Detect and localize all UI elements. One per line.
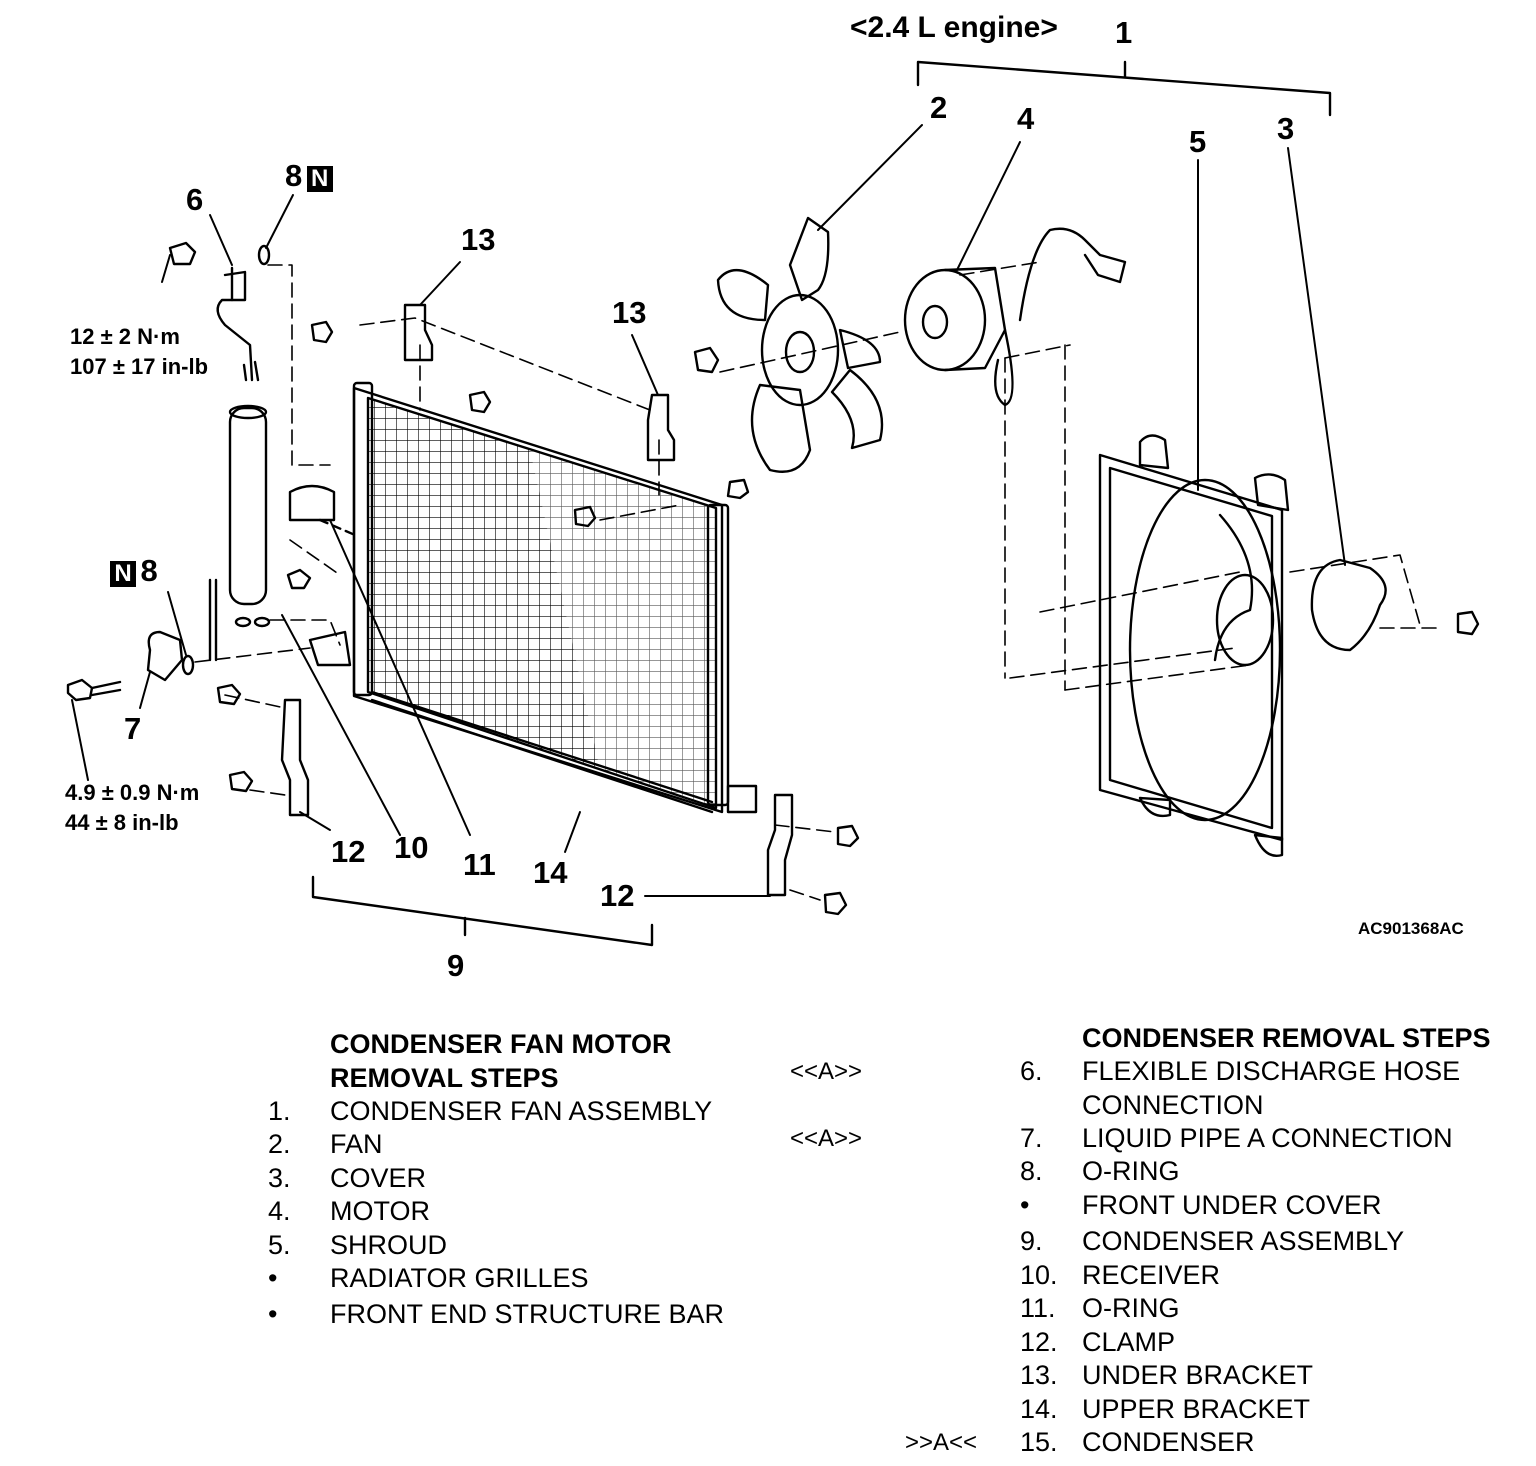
exploded-view-diagram (66, 60, 1480, 947)
procedure-marker: <<A>> (790, 1058, 863, 1085)
step-number: 4. (268, 1196, 291, 1226)
receiver (228, 404, 271, 628)
step-label: CONDENSER FAN ASSEMBLY (330, 1096, 713, 1126)
step-number: 9. (1020, 1226, 1043, 1256)
step-number: 12. (1020, 1327, 1058, 1357)
callout-8-number: 8 (285, 158, 303, 193)
callout-7: 7 (124, 711, 142, 746)
new-part-badge: N (110, 561, 136, 587)
step-number: 7. (1020, 1123, 1043, 1153)
procedure-marker: >>A<< (905, 1429, 978, 1456)
bullet: • (268, 1299, 278, 1329)
step-label: COVER (330, 1163, 427, 1193)
clamp-bracket (766, 793, 794, 897)
callout-8-number: 8 (140, 553, 158, 588)
step-label: RECEIVER (1082, 1260, 1221, 1290)
bullet: • (268, 1263, 278, 1293)
figure-id: AC901368AC (1358, 919, 1464, 938)
step-number: 10. (1020, 1260, 1058, 1290)
step-number: 11. (1020, 1293, 1056, 1323)
step-label: FRONT UNDER COVER (1082, 1190, 1382, 1220)
callout-8-top: 8 N (285, 160, 333, 192)
bolts (66, 320, 1480, 916)
step-label: FRONT END STRUCTURE BAR (330, 1299, 725, 1329)
fan-cover (1310, 558, 1387, 652)
step-number: 3. (268, 1163, 291, 1193)
heading-line-1: CONDENSER FAN MOTOR (330, 1029, 672, 1059)
callout-6: 6 (186, 182, 204, 217)
step-label: MOTOR (330, 1196, 430, 1226)
step-label: O-RING (1082, 1156, 1180, 1186)
legend-condenser-heading: CONDENSER REMOVAL STEPS (1082, 1023, 1491, 1053)
callout-8-left: N 8 (110, 555, 158, 587)
step-label: CONDENSER ASSEMBLY (1082, 1226, 1405, 1256)
callout-10: 10 (394, 830, 429, 865)
clamp-bracket (280, 698, 310, 817)
step-label: CONDENSER (1082, 1427, 1255, 1457)
callout-4: 4 (1017, 101, 1035, 136)
torque-imperial: 107 ± 17 in-lb (70, 354, 209, 379)
fan-blades (716, 216, 884, 473)
torque-spec-lower: 4.9 ± 0.9 N·m 44 ± 8 in-lb (65, 778, 199, 838)
under-bracket (403, 303, 434, 362)
step-number: 2. (268, 1129, 291, 1159)
step-label: CONNECTION (1082, 1090, 1264, 1120)
callout-12-left: 12 (331, 834, 366, 869)
fan-shroud (1098, 434, 1290, 857)
callout-1: 1 (1115, 15, 1133, 50)
step-label: UPPER BRACKET (1082, 1394, 1311, 1424)
callout-2: 2 (930, 90, 948, 125)
step-number: 14. (1020, 1394, 1058, 1424)
discharge-hose (216, 244, 271, 382)
nut (168, 241, 197, 266)
step-label: SHROUD (330, 1230, 448, 1260)
step-label: UNDER BRACKET (1082, 1360, 1314, 1390)
callout-14: 14 (533, 855, 568, 890)
fan-motor (903, 227, 1127, 407)
callout-9: 9 (447, 948, 465, 983)
step-label: LIQUID PIPE A CONNECTION (1082, 1123, 1453, 1153)
step-number: 13. (1020, 1360, 1058, 1390)
step-number: 6. (1020, 1056, 1043, 1086)
step-label: CLAMP (1082, 1327, 1176, 1357)
step-label: FLEXIBLE DISCHARGE HOSE (1082, 1056, 1461, 1086)
condenser (352, 381, 730, 814)
torque-imperial: 44 ± 8 in-lb (65, 810, 179, 835)
step-label: O-RING (1082, 1293, 1180, 1323)
step-label: RADIATOR GRILLES (330, 1263, 589, 1293)
callout-13-right: 13 (612, 295, 647, 330)
callout-11: 11 (463, 847, 496, 882)
torque-metric: 12 ± 2 N·m (70, 324, 180, 349)
step-number: 15. (1020, 1427, 1058, 1457)
bullet: • (1020, 1190, 1030, 1220)
assembly-bracket-9 (311, 875, 654, 947)
torque-spec-upper: 12 ± 2 N·m 107 ± 17 in-lb (70, 322, 208, 382)
callout-12-right: 12 (600, 878, 635, 913)
heading-line-2: REMOVAL STEPS (330, 1063, 559, 1093)
torque-metric: 4.9 ± 0.9 N·m (65, 780, 200, 805)
liquid-pipe (146, 578, 218, 682)
callout-5: 5 (1189, 124, 1207, 159)
diagram-title: <2.4 L engine> (850, 11, 1058, 44)
callout-13-left: 13 (461, 222, 496, 257)
procedure-marker: <<A>> (790, 1125, 863, 1152)
step-number: 8. (1020, 1156, 1043, 1186)
callout-3: 3 (1277, 111, 1295, 146)
under-bracket (646, 393, 676, 462)
step-label: FAN (330, 1129, 383, 1159)
legend-fan-motor-heading: CONDENSER FAN MOTOR REMOVAL STEPS (330, 1027, 672, 1095)
step-number: 5. (268, 1230, 291, 1260)
step-number: 1. (268, 1096, 291, 1126)
receiver-clamp (288, 484, 357, 537)
new-part-badge: N (306, 166, 333, 192)
